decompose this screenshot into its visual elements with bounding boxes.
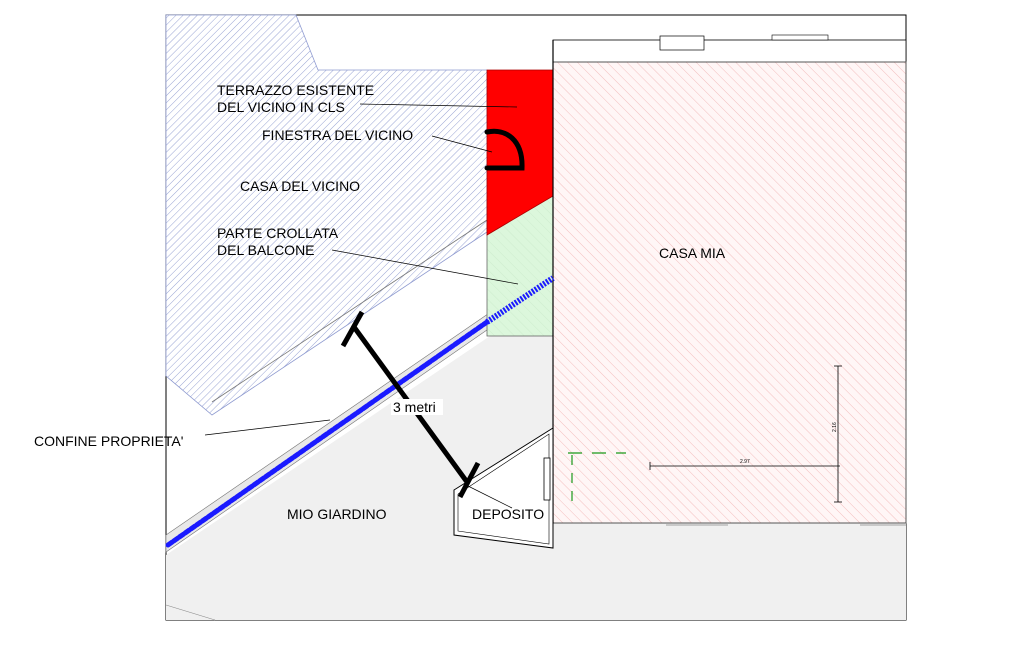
- finestra-symbol: [484, 128, 525, 171]
- label-terrazzo-line1: TERRAZZO ESISTENTE: [217, 82, 374, 98]
- leader-deposito: [465, 484, 513, 509]
- leader-parte-crollata: [331, 249, 519, 285]
- confine-line-balcony: [485, 275, 555, 325]
- leader-confine: [204, 419, 331, 436]
- label-parte-line2: DEL BALCONE: [217, 242, 315, 258]
- label-casa-vicino: CASA DEL VICINO: [240, 178, 360, 194]
- dimension-horizontal-value: 2.97: [740, 459, 750, 465]
- deposito-door: [543, 457, 551, 501]
- deposito-shape: [453, 427, 554, 549]
- casa-mia-vent-right: [771, 34, 829, 41]
- distanza-end-bottom: [457, 461, 481, 499]
- leader-finestra: [431, 135, 493, 153]
- confine-line: [165, 319, 490, 548]
- label-parte-line1: PARTE CROLLATA: [217, 225, 339, 241]
- label-finestra: FINESTRA DEL VICINO: [262, 127, 413, 143]
- label-deposito: DEPOSITO: [472, 506, 544, 522]
- casa-vicino-edge: [211, 219, 488, 403]
- giardino-curve-line: [165, 604, 216, 621]
- casa-mia-vent-left: [659, 35, 705, 51]
- casa-mia-roof: [552, 39, 907, 63]
- label-terrazzo-line2: DEL VICINO IN CLS: [217, 99, 345, 115]
- label-giardino: MIO GIARDINO: [287, 506, 387, 522]
- label-distanza: 3 metri: [393, 399, 436, 415]
- label-distanza-bg: [391, 399, 443, 415]
- casa-mia-area: [552, 61, 907, 524]
- label-casa-mia: CASA MIA: [659, 245, 726, 261]
- distanza-end-top: [340, 310, 365, 348]
- dimension-vertical-value: 2.16: [832, 422, 838, 432]
- deposito-inner: [457, 433, 550, 545]
- label-confine: CONFINE PROPRIETA': [34, 433, 183, 449]
- leader-terrazzo: [359, 103, 518, 108]
